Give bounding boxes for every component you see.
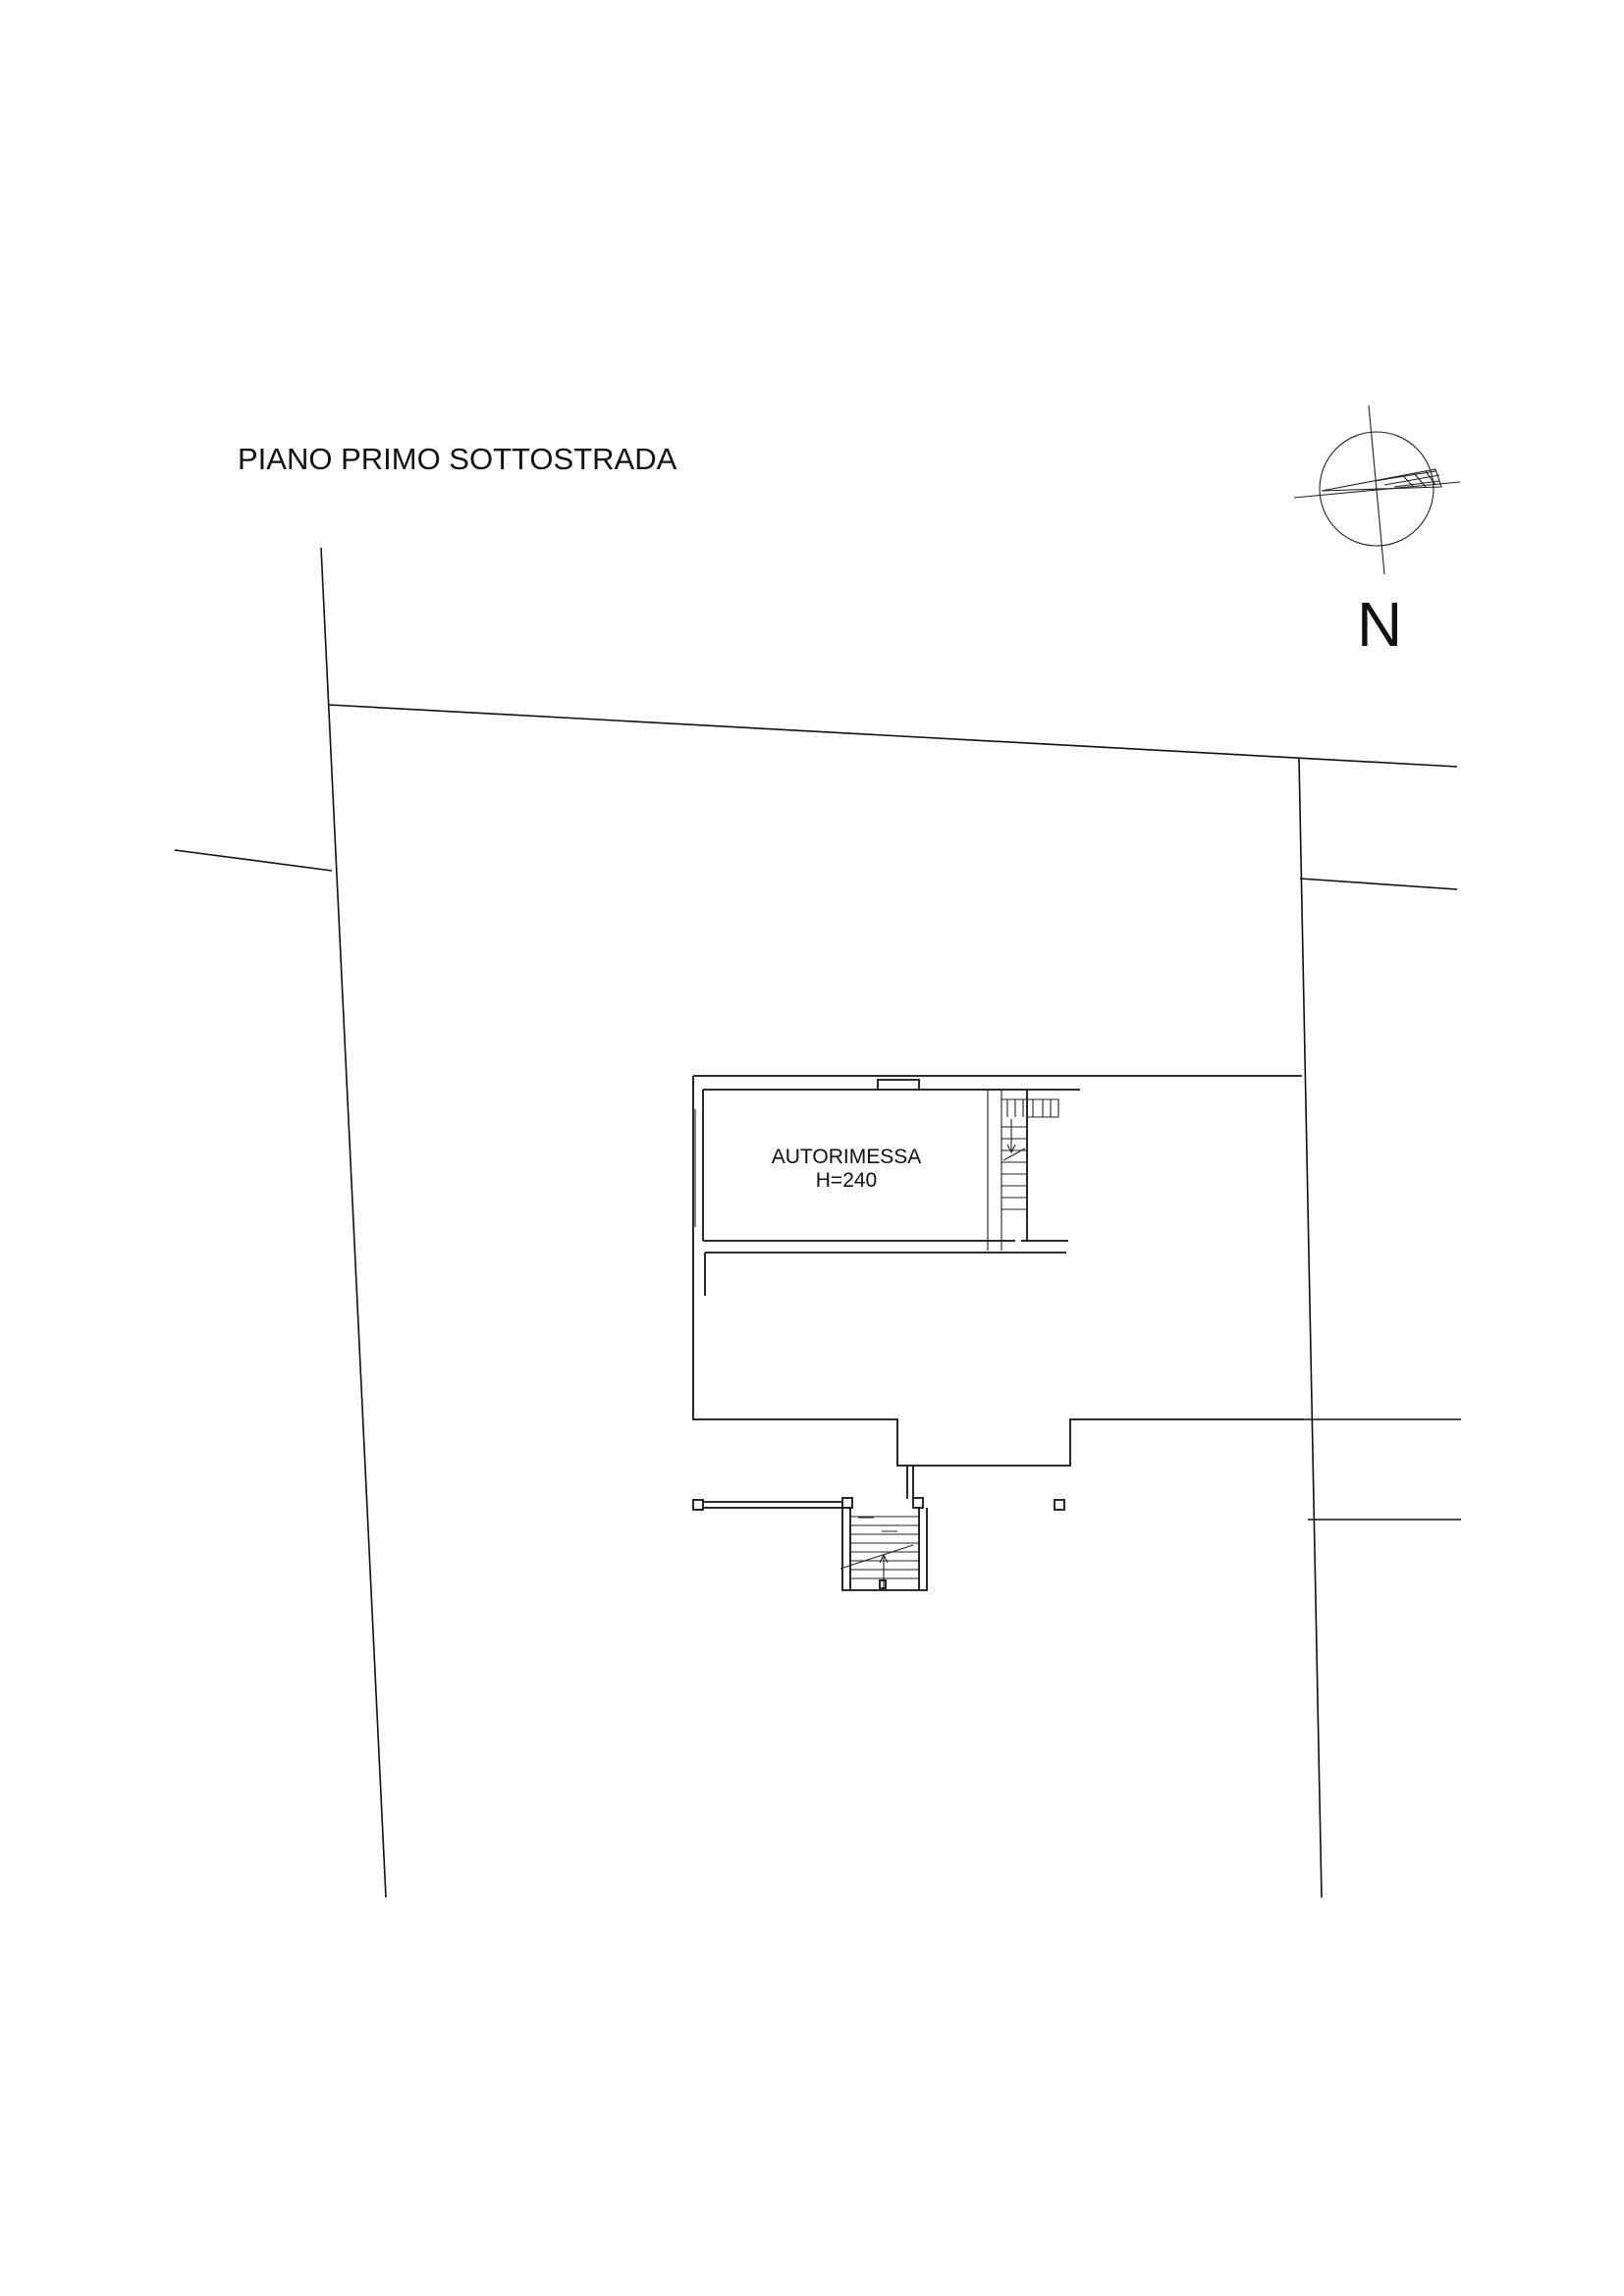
north-label: N <box>1357 589 1402 660</box>
building-outline <box>692 1075 1304 1499</box>
pillar <box>1054 1499 1065 1511</box>
drawing-title: PIANO PRIMO SOTTOSTRADA <box>238 442 677 476</box>
room-name: AUTORIMESSA <box>772 1146 921 1168</box>
external-stair <box>692 1497 1065 1591</box>
north-arrow-icon: N <box>1293 404 1461 660</box>
internal-stair <box>987 1090 1059 1251</box>
room-height: H=240 <box>816 1169 877 1192</box>
garage-room: AUTORIMESSA H=240 <box>694 1079 1080 1296</box>
site-boundary <box>174 547 1461 1898</box>
